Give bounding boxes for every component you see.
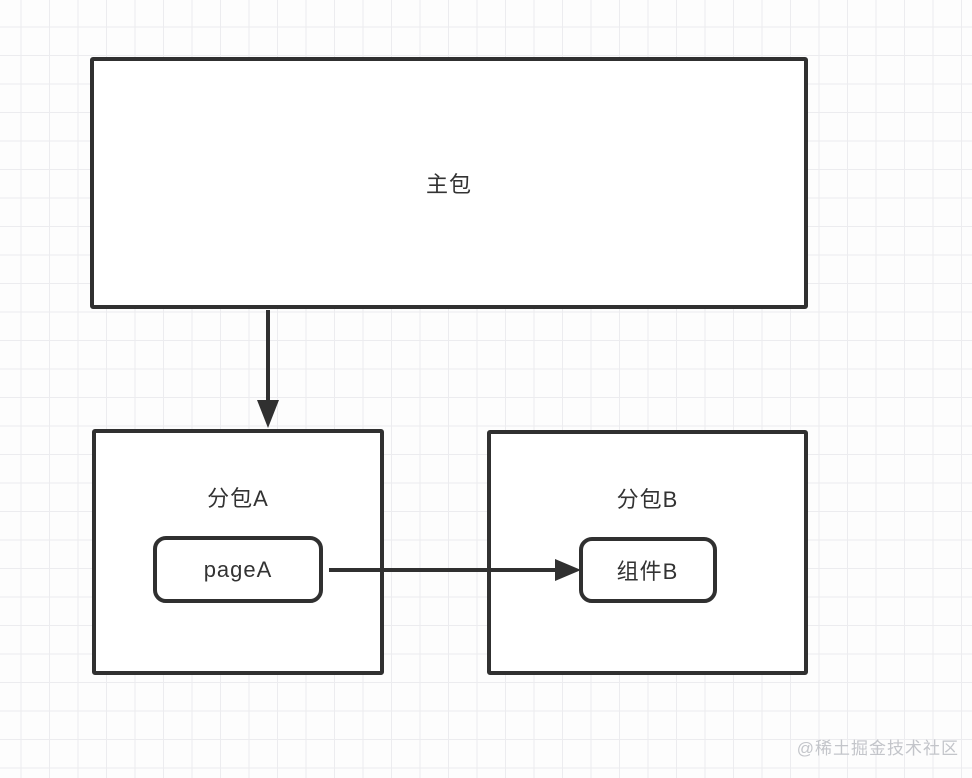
subpackage-b-label: 分包B [616, 487, 679, 512]
main-package-label: 主包 [425, 172, 472, 197]
page-a-label: pageA [203, 556, 273, 582]
node-main-package: 主包 [90, 57, 808, 309]
component-b-label: 组件B [616, 559, 679, 584]
subpackage-a-label: 分包A [207, 486, 269, 511]
node-subpackage-b: 分包B 组件B [487, 430, 808, 675]
arrow-main-to-subpackage-a [257, 310, 279, 428]
node-subpackage-a: 分包A pageA [92, 429, 384, 675]
node-page-a: pageA [153, 536, 323, 603]
node-component-b: 组件B [578, 537, 717, 603]
watermark: @稀土掘金技术社区 [796, 739, 959, 758]
